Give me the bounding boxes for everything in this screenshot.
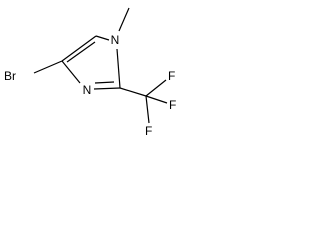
- bond-c5-c4-inner: [66, 41, 96, 63]
- bond-cf3-f-top: [145, 79, 167, 97]
- atom-fluorine-bottom: F: [145, 124, 152, 138]
- bond-n1-c2: [116, 48, 121, 89]
- atom-bromine: Br: [4, 69, 16, 83]
- bond-n1-methyl: [118, 7, 130, 32]
- bond-cf3-f-right: [145, 95, 168, 104]
- atom-fluorine-right: F: [169, 98, 176, 112]
- bond-c2-cf3: [119, 87, 147, 97]
- bond-c4-br: [33, 60, 63, 74]
- bond-c5-c4: [61, 35, 97, 62]
- bond-n3-c4: [61, 60, 81, 84]
- atom-fluorine-top: F: [168, 69, 175, 83]
- chemical-structure: Br N N F F F: [4, 7, 176, 138]
- atom-nitrogen-methyl: N: [111, 33, 120, 47]
- bond-cf3-f-bottom: [145, 95, 150, 124]
- bond-c2-n3-inner: [94, 81, 115, 84]
- bond-c2-n3: [93, 87, 121, 90]
- atom-nitrogen-ring: N: [83, 83, 92, 97]
- bond-c5-n1: [95, 35, 110, 41]
